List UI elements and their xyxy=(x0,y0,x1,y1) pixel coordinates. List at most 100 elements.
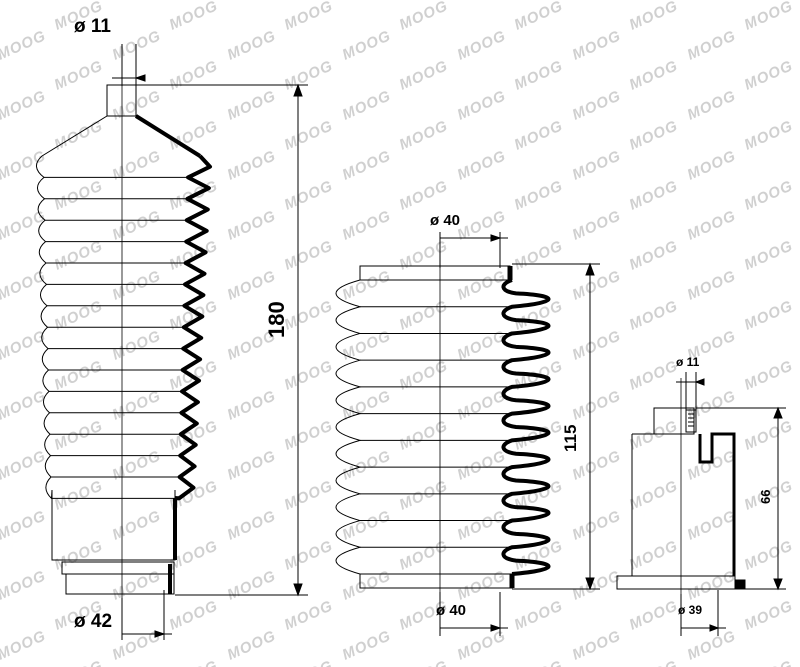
watermark-text: MOOG xyxy=(110,327,164,363)
large-fold-outline-left xyxy=(36,155,53,500)
watermark-text: MOOG xyxy=(685,207,739,243)
watermark-text: MOOG xyxy=(340,147,394,183)
large-boot-length-label: 180 xyxy=(264,301,289,338)
watermark-text: MOOG xyxy=(167,57,221,93)
watermark-text: MOOG xyxy=(167,0,221,34)
watermark-text: MOOG xyxy=(225,87,279,123)
small-height-arrow-bottom xyxy=(773,578,783,591)
watermark-text: MOOG xyxy=(52,297,106,333)
watermark-text: MOOG xyxy=(110,27,164,63)
watermark-text: MOOG xyxy=(52,657,106,667)
large-bottom-arrow xyxy=(154,630,166,638)
watermark-text: MOOG xyxy=(225,0,279,4)
watermark-text: MOOG xyxy=(282,417,336,453)
watermark-text: MOOG xyxy=(282,57,336,93)
watermark-text: MOOG xyxy=(282,237,336,273)
watermark-text: MOOG xyxy=(685,627,739,663)
watermark-text: MOOG xyxy=(397,177,451,213)
small-height-arrow-top xyxy=(773,406,783,419)
large-boot-dimensions xyxy=(112,44,308,640)
watermark-text: MOOG xyxy=(52,537,106,573)
watermark-text: MOOG xyxy=(570,387,624,423)
watermark-text: MOOG xyxy=(282,297,336,333)
watermark-text: MOOG xyxy=(512,57,566,93)
large-boot-base-ring xyxy=(65,573,175,595)
watermark-text: MOOG xyxy=(685,567,739,603)
watermark-text: MOOG xyxy=(455,267,509,303)
watermark-text: MOOG xyxy=(570,147,624,183)
watermark-text: MOOG xyxy=(570,27,624,63)
watermark-text: MOOG xyxy=(340,267,394,303)
large-length-arrow-bottom xyxy=(293,583,303,597)
watermark-text: MOOG xyxy=(110,387,164,423)
watermark-text: MOOG xyxy=(0,507,49,543)
watermark-text: MOOG xyxy=(627,297,681,333)
watermark-text: MOOG xyxy=(455,507,509,543)
watermark-text: MOOG xyxy=(627,597,681,633)
medium-fold-outline-left xyxy=(335,279,362,575)
small-boot-top-diameter-label: ø 11 xyxy=(676,355,700,369)
watermark-text: MOOG xyxy=(685,507,739,543)
watermark-text: MOOG xyxy=(167,117,221,153)
watermark-text: MOOG xyxy=(225,507,279,543)
watermark-text: MOOG xyxy=(742,117,796,153)
watermark-text: MOOG xyxy=(742,657,796,667)
watermark-text: MOOG xyxy=(742,297,796,333)
medium-length-arrow-top xyxy=(585,262,595,276)
watermark-text: MOOG xyxy=(167,597,221,633)
watermark-text: MOOG xyxy=(455,387,509,423)
watermark-text: MOOG xyxy=(0,147,49,183)
watermark-text: MOOG xyxy=(512,657,566,667)
watermark-text: MOOG xyxy=(742,57,796,93)
watermark-text: MOOG xyxy=(110,507,164,543)
medium-boot-bellows xyxy=(335,278,551,576)
watermark-text: MOOG xyxy=(0,567,49,603)
watermark-text: MOOG xyxy=(570,507,624,543)
small-boot-neck-threads xyxy=(685,409,697,433)
watermark-text: MOOG xyxy=(225,267,279,303)
watermark-text: MOOG xyxy=(225,27,279,63)
watermark-text: MOOG xyxy=(742,357,796,393)
watermark-text: MOOG xyxy=(455,627,509,663)
watermark-text: MOOG xyxy=(282,117,336,153)
watermark-text: MOOG xyxy=(742,177,796,213)
watermark-text: MOOG xyxy=(397,57,451,93)
watermark-text: MOOG xyxy=(52,177,106,213)
watermark-text: MOOG xyxy=(627,0,681,34)
small-boot-neck xyxy=(653,407,695,435)
watermark-text: MOOG xyxy=(570,0,624,4)
watermark-text: MOOG xyxy=(512,237,566,273)
watermark-text: MOOG xyxy=(282,0,336,34)
medium-top-arrow xyxy=(490,234,502,242)
watermark-text: MOOG xyxy=(340,327,394,363)
watermark-text: MOOG xyxy=(0,447,49,483)
medium-bottom-arrow xyxy=(490,624,502,632)
watermark-text: MOOG xyxy=(685,267,739,303)
small-boot-body-left xyxy=(631,433,654,576)
watermark-text: MOOG xyxy=(282,537,336,573)
watermark-text: MOOG xyxy=(0,327,49,363)
watermark-text: MOOG xyxy=(397,417,451,453)
watermark-text: MOOG xyxy=(455,327,509,363)
watermark-text: MOOG xyxy=(340,507,394,543)
watermark-text: MOOG xyxy=(397,0,451,34)
watermark-text: MOOG xyxy=(52,417,106,453)
watermark-text: MOOG xyxy=(282,477,336,513)
watermark-text: MOOG xyxy=(397,537,451,573)
small-boot-height-label: 66 xyxy=(758,490,773,504)
watermark-text: MOOG xyxy=(627,357,681,393)
watermark-text: MOOG xyxy=(0,627,49,663)
small-top-arrow xyxy=(694,378,705,386)
watermark-text: MOOG xyxy=(110,447,164,483)
watermark-text: MOOG xyxy=(570,267,624,303)
watermark-text: MOOG xyxy=(512,177,566,213)
medium-length-arrow-bottom xyxy=(585,577,595,591)
watermark-text: MOOG xyxy=(0,87,49,123)
watermark-text: MOOG xyxy=(570,567,624,603)
watermark-text: MOOG xyxy=(0,387,49,423)
watermark-text: MOOG xyxy=(225,447,279,483)
watermark-text: MOOG xyxy=(282,597,336,633)
small-boot xyxy=(616,378,746,594)
watermark-text: MOOG xyxy=(742,597,796,633)
